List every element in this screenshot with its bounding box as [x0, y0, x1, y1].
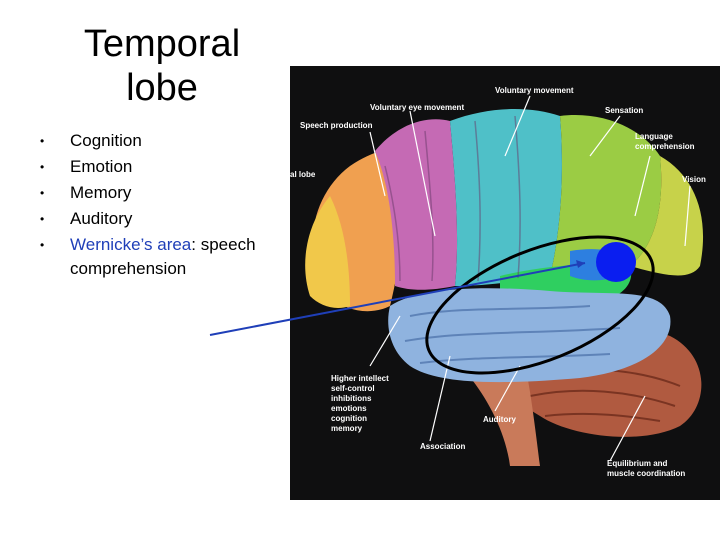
- title-line-1: Temporal: [83, 23, 241, 65]
- label-vision: Vision: [682, 175, 706, 184]
- bullet-dot: •: [40, 238, 45, 252]
- bullet-text: Auditory: [70, 209, 133, 228]
- label-language-1: Language: [635, 132, 673, 141]
- label-higher-intellect-2: self-control: [331, 384, 375, 393]
- label-association: Association: [420, 442, 465, 451]
- label-auditory: Auditory: [483, 415, 516, 424]
- label-voluntary-movement: Voluntary movement: [495, 86, 574, 95]
- leader-lines: [369, 95, 691, 462]
- wernicke-link[interactable]: Wernicke’s area: [70, 235, 192, 254]
- bullet-text: : speech: [191, 235, 256, 254]
- sensory-region: [450, 109, 562, 287]
- label-higher-intellect-6: memory: [331, 424, 363, 433]
- bullet-item-cognition: • Cognition: [40, 128, 280, 154]
- label-higher-intellect-4: emotions: [331, 404, 367, 413]
- cortex-sulci: [384, 115, 521, 282]
- label-voluntary-eye-movement: Voluntary eye movement: [370, 103, 464, 112]
- bullet-item-auditory: • Auditory: [40, 206, 280, 232]
- label-equilibrium-2: muscle coordination: [607, 469, 685, 478]
- bullet-text: Emotion: [70, 157, 133, 176]
- bullet-dot: •: [40, 160, 45, 174]
- brain-stem: [460, 366, 540, 466]
- bullet-dot: •: [40, 134, 45, 148]
- label-equilibrium-1: Equilibrium and: [607, 459, 668, 468]
- brain-figure: Voluntary movement Voluntary eye movemen…: [290, 66, 720, 500]
- label-higher-intellect-5: cognition: [331, 414, 367, 423]
- bullet-text: Memory: [70, 183, 132, 202]
- bullet-text: Cognition: [70, 131, 142, 150]
- bullet-item-wernicke: • Wernicke’s area: speech comprehension: [40, 232, 280, 280]
- title-line-2: lobe: [126, 67, 198, 109]
- bullet-dot: •: [40, 186, 45, 200]
- label-frontal-partial: al lobe: [290, 170, 316, 179]
- label-higher-intellect-1: Higher intellect: [331, 374, 389, 383]
- slide-title: Temporal lobe: [62, 22, 262, 110]
- bullet-dot: •: [40, 212, 45, 226]
- figure-labels: Voluntary movement Voluntary eye movemen…: [290, 86, 706, 478]
- bullet-text-continuation: comprehension: [70, 259, 187, 278]
- bullet-item-emotion: • Emotion: [40, 154, 280, 180]
- label-sensation: Sensation: [605, 106, 643, 115]
- label-language-2: comprehension: [635, 142, 695, 151]
- bullet-list: • Cognition • Emotion • Memory • Auditor…: [40, 128, 280, 280]
- label-higher-intellect-3: inhibitions: [331, 394, 372, 403]
- label-speech-production: Speech production: [300, 121, 373, 130]
- bullet-item-memory: • Memory: [40, 180, 280, 206]
- brain-illustration: Voluntary movement Voluntary eye movemen…: [290, 66, 720, 500]
